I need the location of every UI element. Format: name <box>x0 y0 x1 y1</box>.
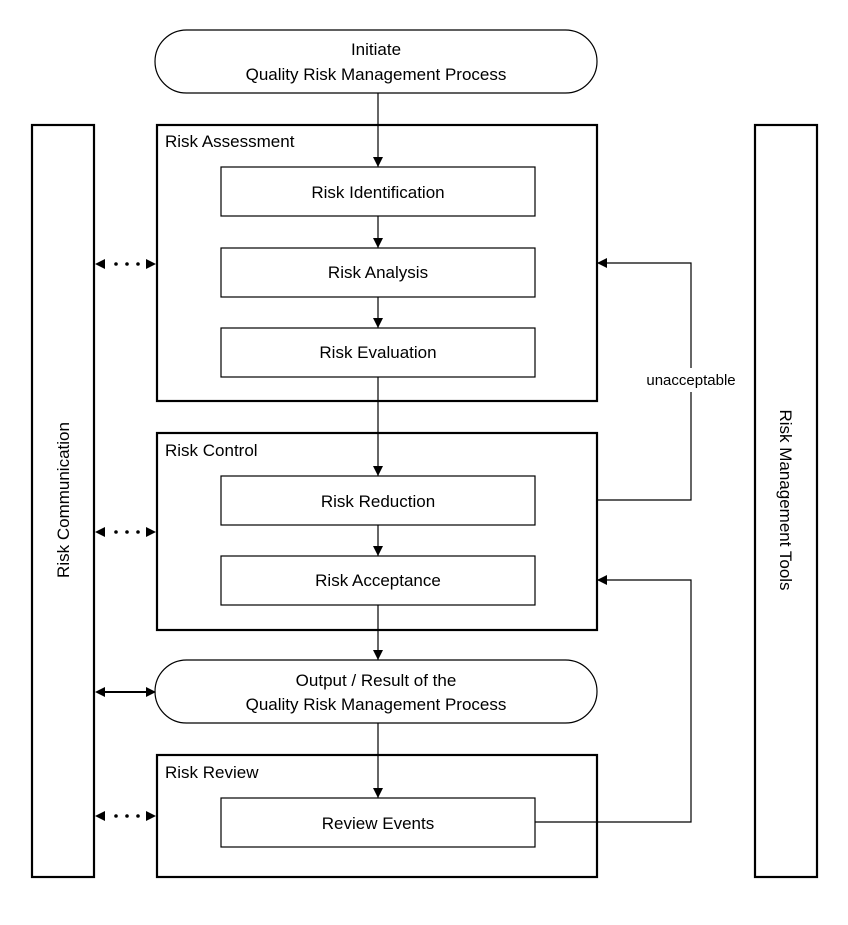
review-feedback-loop <box>535 575 692 823</box>
risk-acceptance-step: Risk Acceptance <box>220 555 536 606</box>
communication-connector-control <box>95 527 156 537</box>
review-events-step: Review Events <box>220 797 536 848</box>
risk-communication-label: Risk Communication <box>54 422 73 578</box>
output-line-2: Quality Risk Management Process <box>246 695 507 714</box>
risk-reduction-step: Risk Reduction <box>220 475 536 526</box>
communication-connector-assessment <box>95 259 156 269</box>
risk-assessment-title: Risk Assessment <box>165 132 295 151</box>
initiate-terminator: Initiate Quality Risk Management Process <box>154 29 598 94</box>
risk-analysis-label: Risk Analysis <box>328 263 428 282</box>
review-events-label: Review Events <box>322 814 434 833</box>
risk-identification-label: Risk Identification <box>311 183 444 202</box>
risk-acceptance-label: Risk Acceptance <box>315 571 441 590</box>
risk-control-group: Risk Control <box>155 431 599 632</box>
risk-evaluation-label: Risk Evaluation <box>319 343 436 362</box>
risk-control-title: Risk Control <box>165 441 258 460</box>
communication-connector-output <box>95 687 156 697</box>
risk-communication-panel: Risk Communication <box>30 123 96 879</box>
output-line-1: Output / Result of the <box>296 671 457 690</box>
risk-reduction-label: Risk Reduction <box>321 492 435 511</box>
communication-connector-review <box>95 811 156 821</box>
risk-management-tools-label: Risk Management Tools <box>776 409 795 590</box>
risk-analysis-step: Risk Analysis <box>220 247 536 298</box>
risk-management-tools-panel: Risk Management Tools <box>753 123 819 879</box>
risk-review-title: Risk Review <box>165 763 259 782</box>
unacceptable-label: unacceptable <box>646 372 735 389</box>
initiate-line-2: Quality Risk Management Process <box>246 65 507 84</box>
risk-identification-step: Risk Identification <box>220 166 536 217</box>
initiate-line-1: Initiate <box>351 40 401 59</box>
unacceptable-loop: unacceptable <box>597 258 746 501</box>
risk-evaluation-step: Risk Evaluation <box>220 327 536 378</box>
output-terminator: Output / Result of the Quality Risk Mana… <box>154 659 598 724</box>
risk-review-group: Risk Review <box>155 753 599 879</box>
